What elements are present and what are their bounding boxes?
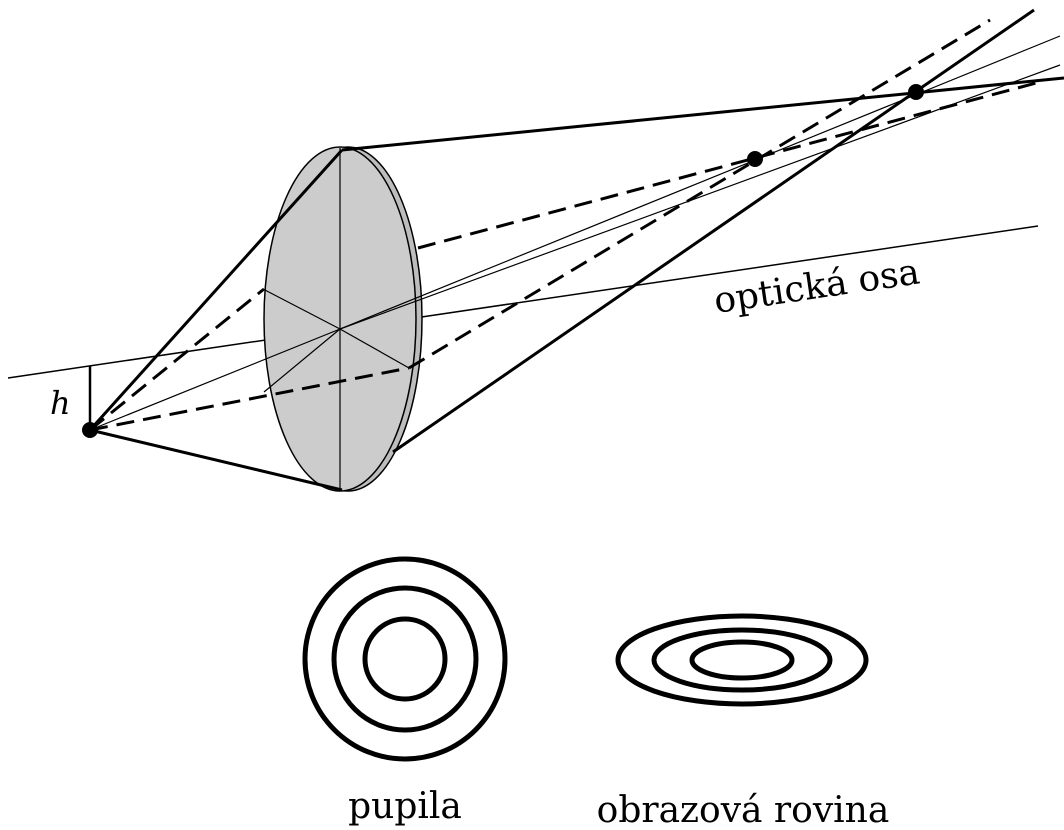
pupil-label: pupila [348, 786, 462, 827]
lens-diagonal-upper [262, 288, 341, 330]
pupil-ring-inner [362, 616, 448, 702]
lens [262, 146, 423, 492]
pupil-rings [302, 556, 508, 762]
ray-dashed-lower-right [408, 18, 991, 370]
optical-axis-line [7, 225, 1039, 379]
ray-dashed-upper-right [417, 80, 1041, 250]
ray-solid-lower-right [392, 8, 1035, 454]
image-ellipse-inner [689, 639, 795, 681]
object-point [82, 422, 98, 438]
sagittal-rays [89, 18, 1041, 432]
meridional-focus-point [908, 84, 924, 100]
pupil-ring-middle [331, 585, 479, 733]
ray-dashed-lower-left [89, 366, 410, 432]
image-ellipse-middle [651, 627, 833, 693]
ray-dashed-upper-left [89, 287, 265, 432]
ray-thin-upper [339, 35, 1061, 330]
lens-diagonal-cross [263, 328, 341, 393]
lens-diagonal-lower [339, 328, 410, 369]
sagittal-focus-point [747, 151, 763, 167]
ray-thin-chief-left [89, 328, 341, 431]
image-plane-label: obrazová rovina [597, 790, 890, 830]
ray-solid-upper-left [88, 148, 344, 432]
image-plane-ellipses [615, 613, 869, 707]
image-ellipse-outer [615, 613, 869, 707]
optical-axis-label: optická osa [711, 251, 922, 321]
pupil-ring-outer [302, 556, 508, 762]
ray-solid-lower-left [89, 428, 343, 492]
ray-solid-upper-right [341, 76, 1064, 152]
height-label: h [50, 384, 71, 422]
